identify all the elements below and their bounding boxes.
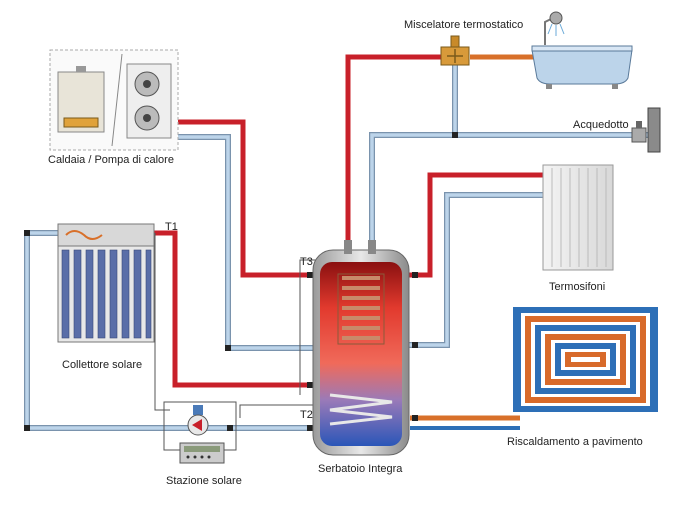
pump-icon: [187, 405, 209, 436]
tank-label: Serbatoio Integra: [318, 463, 403, 475]
tap-icon: [631, 107, 661, 153]
floor-heating-label: Riscaldamento a pavimento: [507, 436, 643, 448]
sensor-t1-label: T1: [165, 221, 178, 233]
mixer-label: Miscelatore termostatico: [404, 19, 523, 31]
valve-icon: [440, 35, 470, 66]
heat-pump-icon: [126, 63, 172, 139]
warm-pipes: [410, 54, 535, 421]
bathtub-icon: [531, 45, 633, 89]
pipe-joints: [24, 132, 458, 431]
mains-label: Acquedotto: [573, 119, 629, 131]
controller-icon: [179, 442, 225, 464]
boiler-heatpump-box: [49, 49, 179, 151]
boiler-unit-icon: [57, 66, 105, 133]
storage-tank: [312, 240, 410, 456]
station-label: Stazione solare: [166, 475, 242, 487]
lower-coil: [329, 393, 393, 426]
upper-coil: [337, 273, 385, 345]
radiators-label: Termosifoni: [549, 281, 605, 293]
floor-heating-coil: [513, 307, 658, 412]
boiler-label: Caldaia / Pompa di calore: [48, 154, 174, 166]
sensor-wires: [154, 233, 318, 418]
shower-icon: [544, 11, 565, 45]
collector-label: Collettore solare: [62, 359, 142, 371]
solar-collector-icon: [57, 223, 155, 343]
sensor-t3-label: T3: [300, 256, 313, 268]
hot-pipes: [152, 54, 548, 388]
radiator-icon: [542, 164, 614, 271]
solar-station: [163, 401, 237, 464]
sensor-t2-label: T2: [300, 409, 313, 421]
